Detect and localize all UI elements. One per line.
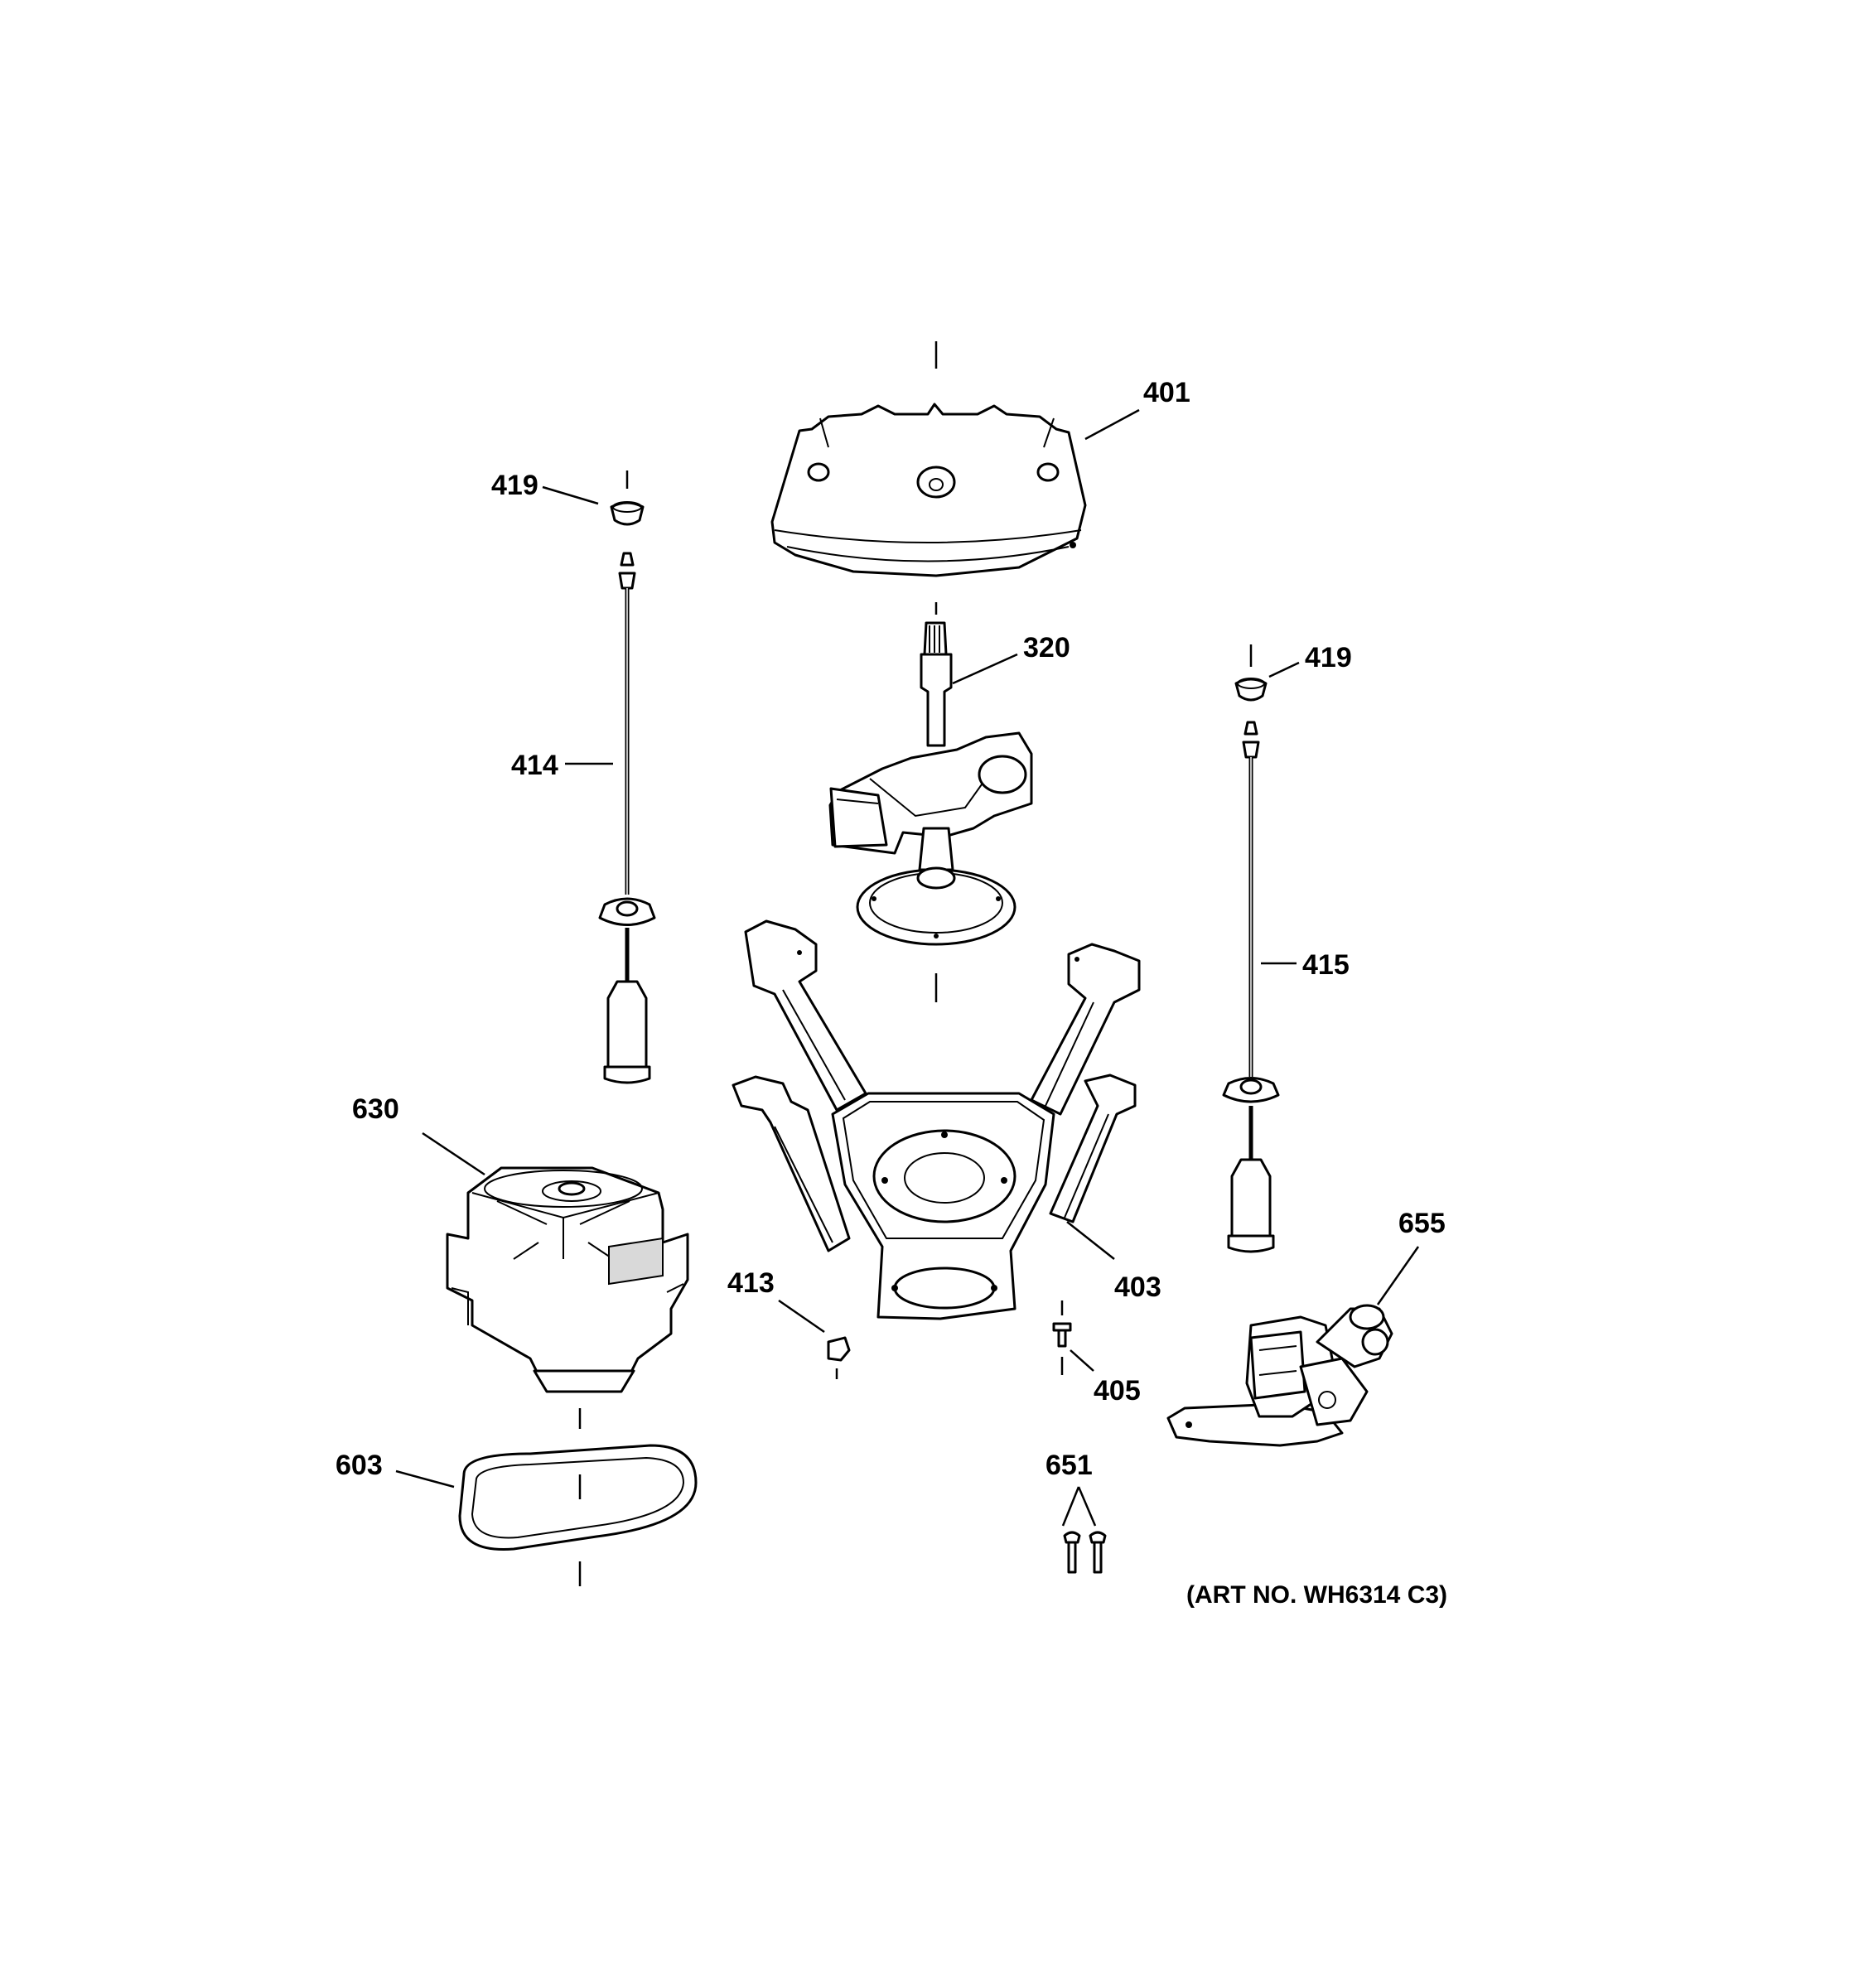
part-414-rod-left: 414 <box>511 552 656 1084</box>
part-401-cover: 401 <box>770 341 1190 577</box>
callout-651: 651 <box>1045 1450 1093 1481</box>
part-419-cap-right: 419 <box>1234 642 1352 702</box>
callout-414: 414 <box>511 750 558 781</box>
callout-403: 403 <box>1114 1271 1161 1303</box>
callout-419-left: 419 <box>491 470 538 501</box>
callout-603: 603 <box>336 1450 383 1481</box>
part-413-nut: 413 <box>727 1267 851 1379</box>
callout-405: 405 <box>1094 1375 1141 1407</box>
art-number: (ART NO. WH6314 C3) <box>1186 1581 1447 1609</box>
callout-320: 320 <box>1023 632 1070 663</box>
part-419-cap-left: 419 <box>491 470 645 526</box>
part-603-belt: 603 <box>336 1444 698 1586</box>
part-320-transmission: 320 <box>828 602 1070 1002</box>
callout-630: 630 <box>352 1093 399 1125</box>
callout-401: 401 <box>1143 377 1190 408</box>
callout-413: 413 <box>727 1267 775 1299</box>
part-651-screws: 651 <box>1045 1450 1107 1574</box>
callout-415: 415 <box>1302 949 1350 981</box>
part-655-pump: 655 <box>1166 1208 1446 1447</box>
part-415-rod-right: 415 <box>1222 721 1350 1253</box>
part-630-motor: 630 <box>352 1093 689 1429</box>
part-403-base: 403 <box>732 919 1161 1320</box>
callout-655: 655 <box>1398 1208 1446 1239</box>
callout-419-right: 419 <box>1305 642 1352 673</box>
part-405-screw: 405 <box>1052 1300 1141 1407</box>
